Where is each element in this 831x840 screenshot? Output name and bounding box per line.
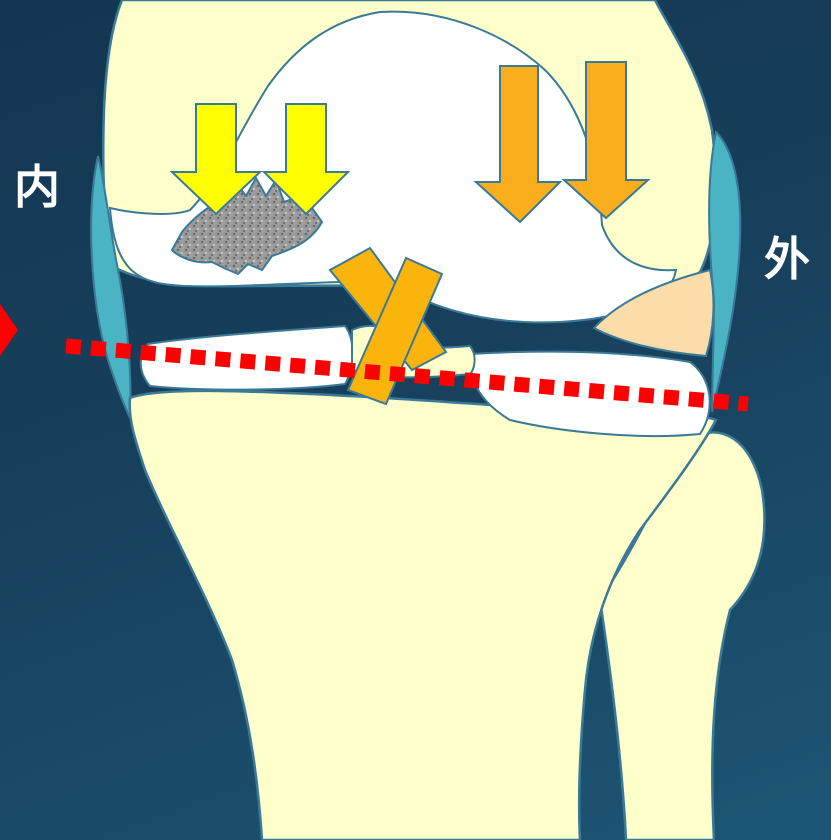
medial-label: 内 [14,164,60,210]
lateral-collateral-ligament [709,132,740,412]
lateral-label: 外 [764,236,810,282]
red-diamond-icon [0,304,18,356]
